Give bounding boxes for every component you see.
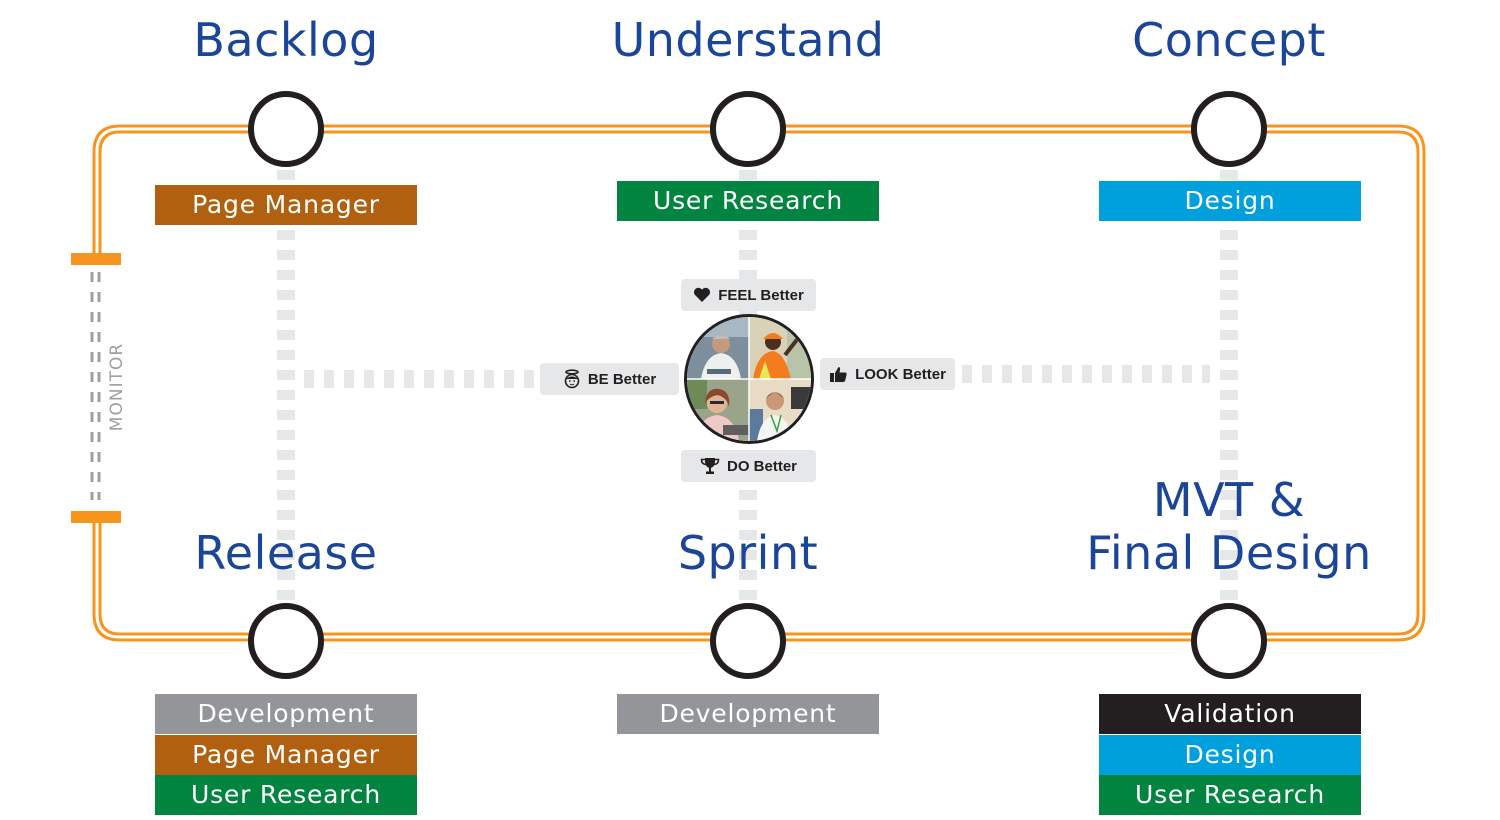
stage-title-sprint: Sprint xyxy=(677,526,819,580)
tag-release-page-manager: Page Manager xyxy=(155,735,417,775)
heart-icon xyxy=(693,287,711,303)
pill-be-better[interactable]: BE Better xyxy=(540,363,679,395)
station-mvt[interactable] xyxy=(1191,603,1267,679)
pill-do-label: DO Better xyxy=(726,457,797,475)
process-loop xyxy=(92,124,1426,642)
thumbs-up-icon xyxy=(829,366,848,383)
station-release[interactable] xyxy=(248,603,324,679)
tag-concept-design: Design xyxy=(1099,181,1361,221)
tag-mvt-validation: Validation xyxy=(1099,694,1361,734)
tag-release-development: Development xyxy=(155,694,417,734)
pill-look-label: LOOK Better xyxy=(855,365,946,383)
station-understand[interactable] xyxy=(710,91,786,167)
monitor-label: MONITOR xyxy=(107,342,127,432)
tag-backlog-page-manager: Page Manager xyxy=(155,185,417,225)
pill-feel-better[interactable]: FEEL Better xyxy=(681,279,816,311)
trophy-icon xyxy=(700,457,720,475)
pill-be-label: BE Better xyxy=(587,370,657,388)
monitor-bracket-bottom xyxy=(71,511,121,523)
stage-title-mvt-line1: MVT & xyxy=(1152,473,1306,527)
stage-title-backlog: Backlog xyxy=(193,13,379,67)
pill-look-better[interactable]: LOOK Better xyxy=(820,358,955,390)
station-sprint[interactable] xyxy=(710,603,786,679)
stage-title-understand: Understand xyxy=(611,13,885,67)
stage-title-mvt-line2: Final Design xyxy=(1086,526,1372,580)
angel-face-icon xyxy=(563,369,581,389)
team-photo-collage xyxy=(684,314,814,444)
pill-do-better[interactable]: DO Better xyxy=(681,450,816,482)
tag-understand-user-research: User Research xyxy=(617,181,879,221)
stage-title-concept: Concept xyxy=(1132,13,1326,67)
tag-sprint-development: Development xyxy=(617,694,879,734)
pill-feel-label: FEEL Better xyxy=(718,286,804,304)
tag-mvt-design: Design xyxy=(1099,735,1361,775)
monitor-bracket-top xyxy=(71,253,121,265)
stage-title-release: Release xyxy=(194,526,378,580)
tag-release-user-research: User Research xyxy=(155,775,417,815)
tag-mvt-user-research: User Research xyxy=(1099,775,1361,815)
station-backlog[interactable] xyxy=(248,91,324,167)
photo-scientist xyxy=(687,317,749,379)
station-concept[interactable] xyxy=(1191,91,1267,167)
